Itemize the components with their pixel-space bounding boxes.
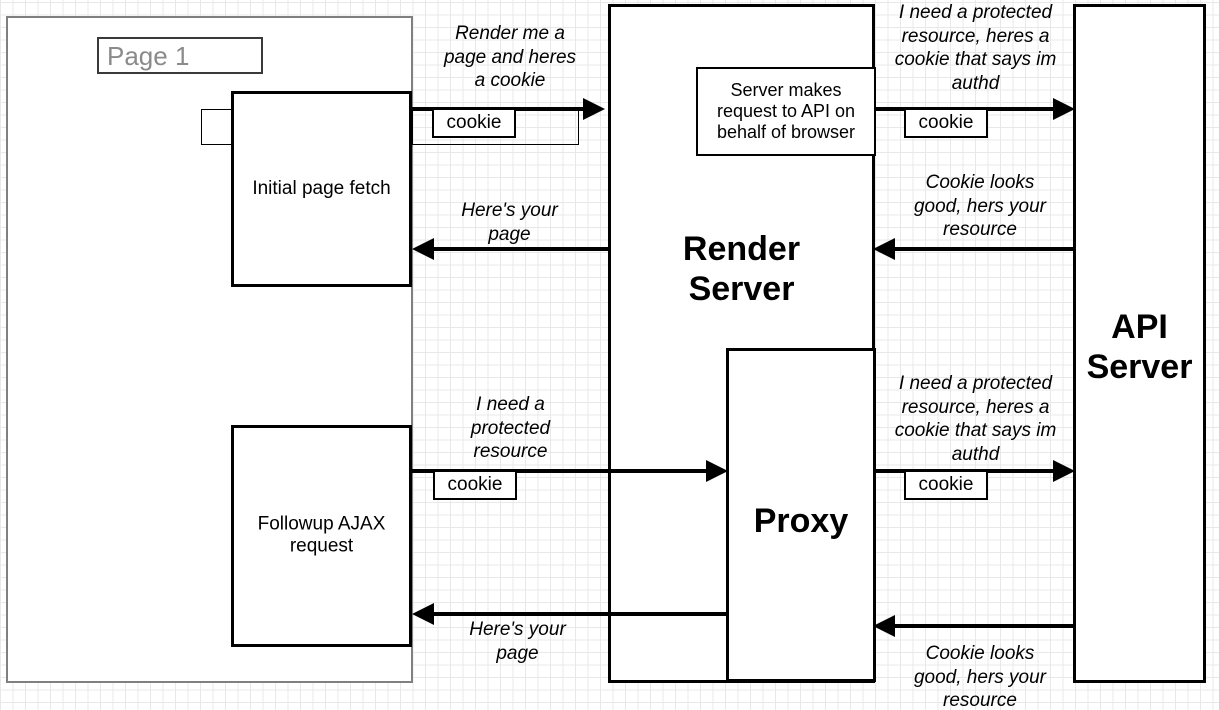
message-arrow-api-to-render-initial [889, 247, 1073, 251]
message-arrowhead-render-to-browser-initial [412, 238, 434, 260]
lifeline-initial-page-fetch-label: Initial page fetch [252, 177, 391, 199]
cookie-chip-browser-to-render-initial: cookie [432, 108, 516, 138]
message-arrow-api-to-proxy-ajax [889, 624, 1073, 628]
message-arrowhead-proxy-to-api-ajax [1053, 460, 1075, 482]
render-server-note-box: Server makes request to API on behalf of… [696, 67, 876, 156]
message-caption-proxy-to-browser-ajax: Here's your page [469, 619, 566, 664]
message-arrowhead-browser-to-proxy-ajax [706, 460, 728, 482]
cookie-chip-proxy-to-api-ajax: cookie [904, 470, 988, 500]
message-arrowhead-proxy-to-browser-ajax [412, 603, 434, 625]
message-caption-browser-to-render-initial: Render me a page and heres a cookie [443, 23, 577, 92]
message-arrow-browser-to-proxy-ajax [412, 469, 711, 473]
lifeline-followup-ajax-request-label: Followup AJAX request [257, 513, 386, 557]
api-server-title: API Server [1086, 308, 1193, 387]
message-caption-proxy-to-api-ajax: I need a protected resource, heres a coo… [894, 373, 1057, 465]
message-caption-render-to-api-initial: I need a protected resource, heres a coo… [894, 2, 1057, 94]
message-arrowhead-browser-to-render-initial [583, 98, 605, 120]
message-arrowhead-api-to-proxy-ajax [873, 615, 895, 637]
message-caption-api-to-render-initial: Cookie looks good, hers your resource [913, 172, 1047, 241]
message-arrowhead-render-to-api-initial [1053, 98, 1075, 120]
proxy-box[interactable]: Proxy [726, 348, 876, 682]
lifeline-followup-ajax-request[interactable]: Followup AJAX request [231, 425, 412, 647]
render-server-note-label: Server makes request to API on behalf of… [716, 79, 856, 143]
lifeline-initial-page-fetch[interactable]: Initial page fetch [231, 91, 412, 287]
cookie-chip-render-to-api-initial: cookie [904, 108, 988, 138]
message-caption-api-to-proxy-ajax: Cookie looks good, hers your resource [913, 643, 1047, 710]
message-caption-browser-to-proxy-ajax: I need a protected resource [470, 394, 551, 463]
api-server-box[interactable]: API Server [1073, 4, 1206, 683]
render-server-title: Render Server [682, 230, 801, 309]
lifeline-stub-left [201, 109, 235, 145]
proxy-title: Proxy [753, 502, 849, 540]
message-arrow-proxy-to-browser-ajax [428, 612, 728, 616]
cookie-chip-browser-to-proxy-ajax: cookie [433, 470, 517, 500]
message-arrowhead-api-to-render-initial [873, 238, 895, 260]
message-arrow-render-to-browser-initial [428, 247, 608, 251]
message-caption-render-to-browser-initial: Here's your page [461, 200, 558, 245]
page-tab[interactable]: Page 1 [97, 37, 263, 74]
